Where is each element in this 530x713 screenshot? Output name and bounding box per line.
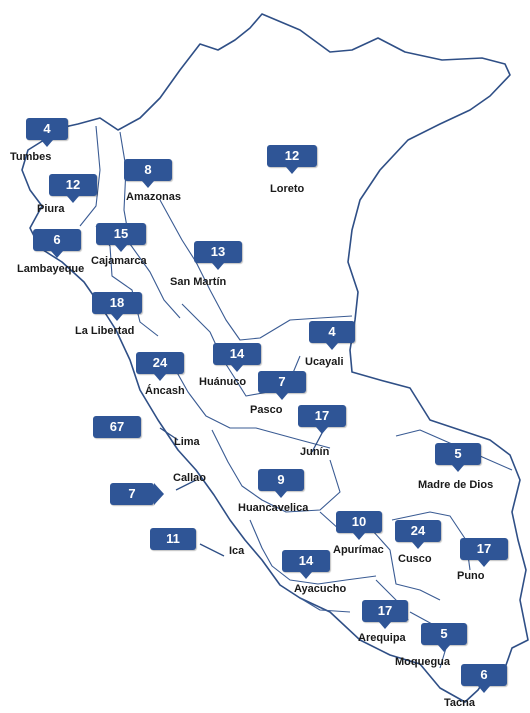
label-cajamarca: Cajamarca	[91, 255, 147, 267]
badge-lima: 67	[93, 416, 141, 438]
lima-leader	[159, 427, 179, 441]
label-ayacucho: Ayacucho	[294, 583, 347, 595]
badge-san-martin: 13	[194, 241, 242, 270]
label-cusco: Cusco	[398, 553, 432, 565]
badge-huancavelica: 9	[258, 469, 304, 498]
callao-leader	[175, 479, 197, 491]
badge-pasco: 7	[258, 371, 306, 400]
badge-loreto: 12	[267, 145, 317, 174]
label-callao: Callao	[173, 472, 207, 484]
label-la-libertad: La Libertad	[75, 325, 135, 337]
label-san-martin: San Martín	[170, 276, 227, 288]
badge-ucayali: 4	[309, 321, 355, 350]
badge-junin: 17	[298, 405, 346, 434]
badge-la-libertad: 18	[92, 292, 142, 321]
label-ucayali: Ucayali	[305, 356, 344, 368]
badge-tumbes: 4	[26, 118, 68, 147]
label-huancavelica: Huancavelica	[238, 502, 309, 514]
label-ica: Ica	[229, 545, 245, 557]
label-piura: Piura	[37, 203, 65, 215]
badge-cajamarca: 15	[96, 223, 146, 252]
label-tacna: Tacna	[444, 697, 475, 709]
badge-piura: 12	[49, 174, 97, 203]
badge-ica: 11	[150, 528, 196, 550]
label-apurimac: Apurímac	[333, 544, 384, 556]
badge-callao: 7	[110, 483, 164, 505]
badge-tacna: 6	[461, 664, 507, 693]
label-amazonas: Amazonas	[126, 191, 182, 203]
ica-leader	[199, 543, 225, 557]
label-lambayeque: Lambayeque	[17, 263, 85, 275]
badge-huanuco: 14	[213, 343, 261, 372]
badge-moquegua: 5	[421, 623, 467, 652]
badge-madre-de-dios: 5	[435, 443, 481, 472]
label-huanuco: Huánuco	[199, 376, 247, 388]
label-loreto: Loreto	[270, 183, 305, 195]
label-tumbes: Tumbes	[10, 151, 52, 163]
badge-puno: 17	[460, 538, 508, 567]
label-junin: Junín	[300, 446, 330, 458]
badge-ancash: 24	[136, 352, 184, 381]
label-arequipa: Arequipa	[358, 632, 406, 644]
badge-arequipa: 17	[362, 600, 408, 629]
badge-amazonas: 8	[124, 159, 172, 188]
label-moquegua: Moquegua	[395, 656, 450, 668]
country-outline	[21, 13, 529, 703]
label-ancash: Áncash	[145, 385, 185, 397]
label-lima: Lima	[174, 436, 200, 448]
label-puno: Puno	[457, 570, 485, 582]
badge-ayacucho: 14	[282, 550, 330, 579]
badge-cusco: 24	[395, 520, 441, 549]
label-pasco: Pasco	[250, 404, 283, 416]
badge-lambayeque: 6	[33, 229, 81, 258]
label-madre-de-dios: Madre de Dios	[418, 479, 494, 491]
badge-apurimac: 10	[336, 511, 382, 540]
